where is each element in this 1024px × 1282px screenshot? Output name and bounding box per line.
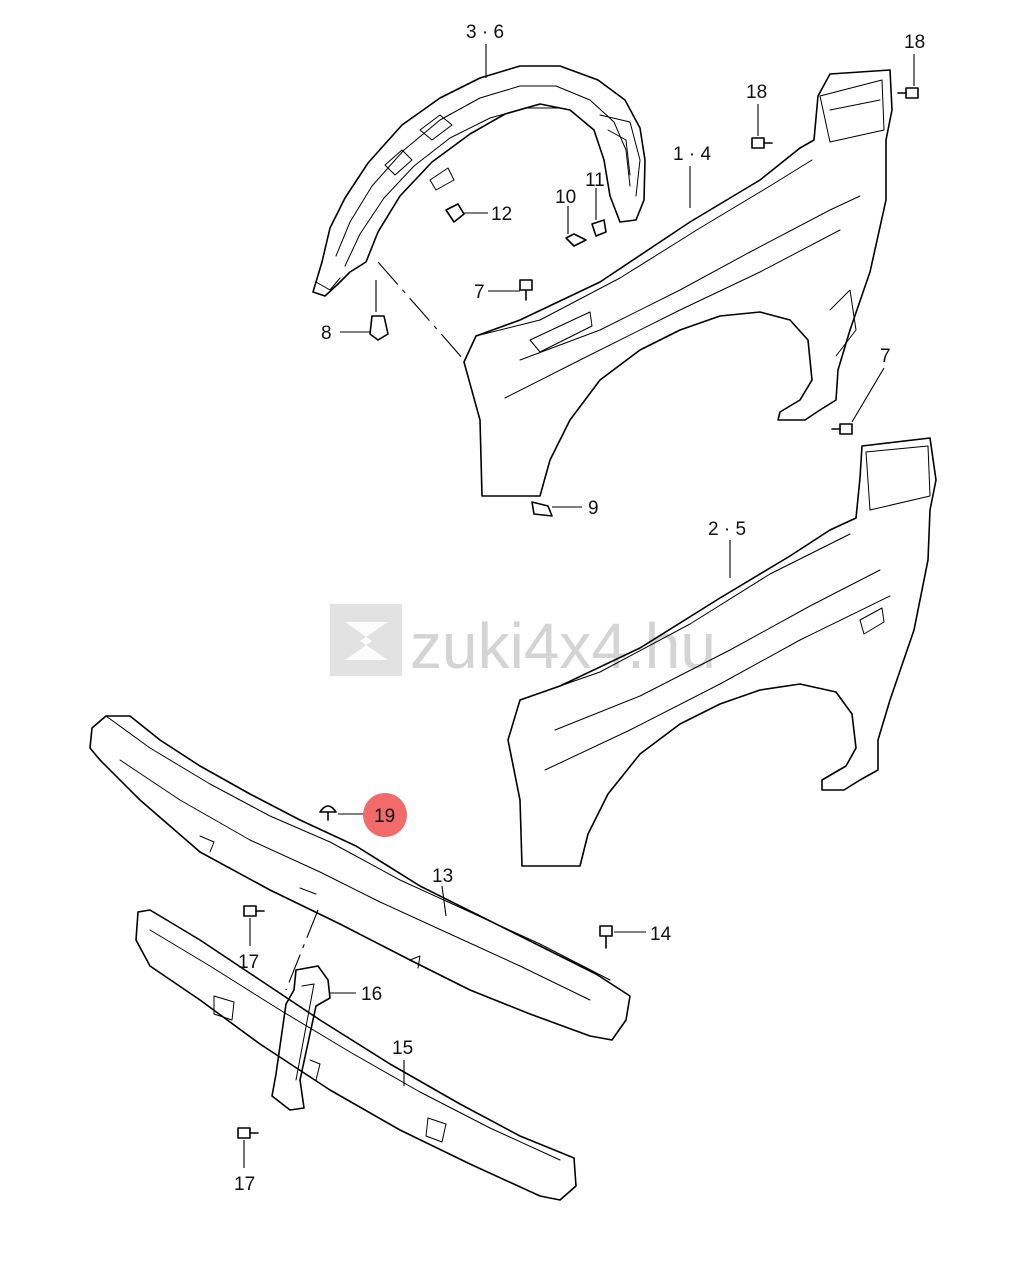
bolt-7a-icon	[519, 279, 533, 301]
watermark: zuki4x4.hu	[330, 604, 716, 682]
callout-labels: 3 · 6 1 · 4 2 · 5 18 18 12 10 11 7 8 7 9…	[234, 22, 925, 1195]
bolt-18a-icon	[897, 87, 919, 99]
hood-lock-stay	[271, 965, 331, 1111]
fender-liner	[312, 65, 646, 297]
leader-lines	[243, 44, 915, 1168]
label-7a: 7	[474, 282, 485, 303]
upper-member	[89, 715, 631, 1041]
front-fender-left	[463, 69, 893, 497]
label-7b: 7	[880, 346, 891, 367]
clip-11-icon	[591, 219, 607, 237]
front-fender-right	[507, 437, 937, 867]
label-8: 8	[321, 323, 332, 344]
label-10: 10	[555, 187, 576, 208]
label-11: 11	[585, 170, 605, 191]
bolt-17a-icon	[243, 905, 265, 917]
bolt-17b-icon	[237, 1127, 259, 1139]
screw-10-icon	[565, 233, 587, 247]
label-1-4: 1 · 4	[673, 144, 711, 165]
bolt-18b-icon	[751, 137, 773, 149]
label-3-6: 3 · 6	[466, 22, 504, 43]
plug-19-icon	[319, 805, 337, 821]
label-17b: 17	[234, 1174, 255, 1195]
watermark-text: zuki4x4.hu	[410, 610, 716, 682]
label-18b: 18	[746, 82, 767, 103]
label-18a: 18	[904, 32, 925, 53]
label-19: 19	[374, 806, 395, 827]
label-14: 14	[650, 924, 672, 945]
bolt-7b-icon	[831, 423, 853, 435]
clip-12-icon	[445, 203, 465, 223]
bolt-14-icon	[599, 925, 613, 949]
label-15: 15	[392, 1038, 413, 1059]
label-9: 9	[588, 498, 599, 519]
lower-member	[135, 909, 577, 1201]
fasteners	[237, 87, 919, 1139]
clip-9-icon	[531, 501, 553, 517]
label-17a: 17	[238, 952, 259, 973]
label-16: 16	[361, 984, 382, 1005]
label-12: 12	[491, 204, 512, 225]
suzuki-logo-mark	[345, 622, 388, 660]
label-13: 13	[432, 866, 453, 887]
screw-8-icon	[369, 315, 389, 341]
assembly-lines	[285, 261, 465, 991]
highlight-marker-19	[363, 793, 407, 837]
label-2-5: 2 · 5	[708, 519, 746, 540]
